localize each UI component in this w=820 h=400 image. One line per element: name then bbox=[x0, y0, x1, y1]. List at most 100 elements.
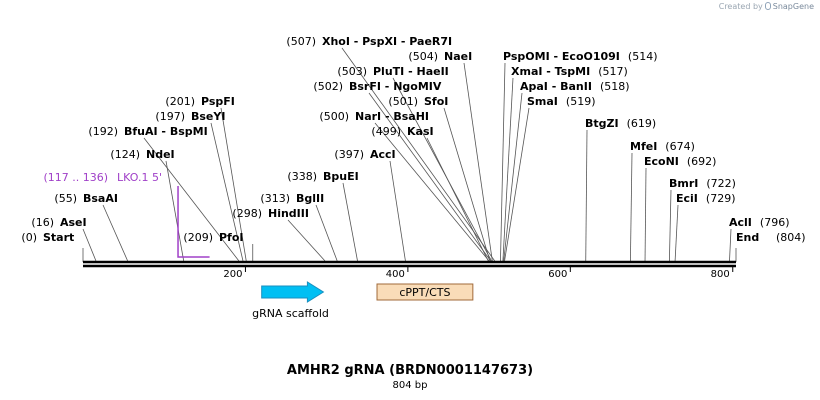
site-label: (192)BfuAI - BspMI bbox=[88, 125, 207, 138]
feature-label: cPPT/CTS bbox=[399, 286, 450, 299]
end-position: (804) bbox=[776, 231, 806, 244]
site-leader-line bbox=[342, 182, 358, 262]
site-name: NaeI bbox=[444, 50, 472, 63]
site-name: AseI bbox=[60, 216, 87, 229]
site-leader-line bbox=[82, 228, 97, 262]
site-name: BsaAI bbox=[83, 192, 118, 205]
site-labels: (16)AseI(55)BsaAI(124)NdeI(192)BfuAI - B… bbox=[21, 35, 805, 244]
site-position: (16) bbox=[31, 216, 54, 229]
site-name: BpuEI bbox=[323, 170, 359, 183]
site-label: End bbox=[736, 231, 759, 244]
site-label: (507)XhoI - PspXI - PaeR7I bbox=[286, 35, 452, 48]
site-label: ApaI - BanII (518) bbox=[520, 80, 630, 93]
site-label: (338) BpuEI bbox=[287, 170, 358, 183]
feature-box bbox=[376, 283, 474, 301]
site-label: AclI(796) bbox=[729, 216, 790, 229]
site-leader-line bbox=[503, 92, 523, 262]
site-name: BsrFI - NgoMIV bbox=[349, 80, 442, 93]
site-label: (504) NaeI bbox=[408, 50, 472, 63]
site-position: (500) bbox=[319, 110, 349, 123]
site-position: (692) bbox=[687, 155, 717, 168]
site-leader-line bbox=[463, 62, 493, 262]
site-leader-line bbox=[500, 62, 506, 262]
site-name: BtgZI bbox=[585, 117, 619, 130]
site-position: (503) bbox=[337, 65, 367, 78]
site-position: (397) bbox=[334, 148, 364, 161]
site-name: BglII bbox=[296, 192, 324, 205]
site-position: (504) bbox=[408, 50, 438, 63]
primer-marker bbox=[177, 186, 210, 258]
site-label: BtgZI (619) bbox=[585, 117, 656, 130]
site-label: (201) PspFI bbox=[165, 95, 235, 108]
site-name: HindIII bbox=[268, 207, 309, 220]
ruler-tick-label: 600 bbox=[548, 269, 567, 280]
site-position: (518) bbox=[600, 80, 630, 93]
site-name: XmaI - TspMI bbox=[511, 65, 590, 78]
site-leader-line bbox=[389, 160, 406, 262]
site-label: EciI(729) bbox=[676, 192, 736, 205]
site-position: (499) bbox=[371, 125, 401, 138]
site-leader-line bbox=[374, 122, 490, 262]
site-leader-line bbox=[315, 204, 338, 262]
site-label: XmaI - TspMI(517) bbox=[511, 65, 628, 78]
site-label: (397)AccI bbox=[334, 148, 395, 161]
site-leader-line bbox=[368, 92, 492, 262]
site-position: (514) bbox=[628, 50, 658, 63]
site-label: PspOMI - EcoO109I (514) bbox=[503, 50, 658, 63]
site-leader-line bbox=[502, 77, 514, 262]
site-name: Start bbox=[43, 231, 74, 244]
site-name: BfuAI - BspMI bbox=[124, 125, 208, 138]
site-position: (502) bbox=[313, 80, 343, 93]
site-label: BmrI (722) bbox=[669, 177, 736, 190]
site-leader-line bbox=[220, 107, 247, 262]
site-name: XhoI - PspXI - PaeR7I bbox=[322, 35, 452, 48]
site-leader-line bbox=[585, 129, 588, 262]
site-name: ApaI - BanII bbox=[520, 80, 592, 93]
site-label: (298) HindIII bbox=[232, 207, 309, 220]
site-position: (338) bbox=[287, 170, 317, 183]
site-label: PfoI bbox=[219, 231, 244, 244]
site-leader-line bbox=[674, 204, 679, 262]
end-position: (0) bbox=[21, 231, 37, 244]
primer-name: LKO.1 5' bbox=[117, 171, 162, 184]
ruler-tick-label: 800 bbox=[711, 269, 730, 280]
site-name: SfoI bbox=[424, 95, 448, 108]
site-position: (298) bbox=[232, 207, 262, 220]
site-name: NarI - BsaHI bbox=[355, 110, 429, 123]
site-name: PspFI bbox=[201, 95, 235, 108]
site-label: Start bbox=[43, 231, 74, 244]
site-leader-line bbox=[210, 122, 244, 262]
ruler-tick-label: 200 bbox=[223, 269, 242, 280]
site-label: (502) BsrFI - NgoMIV bbox=[313, 80, 441, 93]
site-position: (722) bbox=[706, 177, 736, 190]
site-name: KasI bbox=[407, 125, 434, 138]
site-position: (619) bbox=[627, 117, 657, 130]
site-label: (313)BglII bbox=[260, 192, 324, 205]
site-leader-line bbox=[165, 160, 185, 262]
site-name: PspOMI - EcoO109I bbox=[503, 50, 620, 63]
site-position: (209) bbox=[183, 231, 213, 244]
site-name: BseYI bbox=[191, 110, 225, 123]
ruler-tick-label: 400 bbox=[386, 269, 405, 280]
site-leader-line bbox=[443, 107, 491, 262]
site-name: AclI bbox=[729, 216, 752, 229]
site-label: MfeI(674) bbox=[630, 140, 695, 153]
primer-annotation: (117 .. 136)LKO.1 5' bbox=[43, 171, 210, 258]
site-leader-line bbox=[143, 137, 240, 262]
feature-label: gRNA scaffold bbox=[252, 307, 329, 320]
site-position: (501) bbox=[388, 95, 418, 108]
feature-arrow bbox=[261, 281, 325, 303]
site-position: (201) bbox=[165, 95, 195, 108]
site-position: (124) bbox=[110, 148, 140, 161]
site-label: (55)BsaAI bbox=[54, 192, 118, 205]
site-leader-lines bbox=[82, 47, 737, 262]
map-subtitle: 804 bp bbox=[393, 380, 428, 391]
sequence-backbone bbox=[83, 260, 736, 268]
site-name: BmrI bbox=[669, 177, 698, 190]
credit-text: Created by bbox=[718, 2, 763, 11]
site-position: (519) bbox=[566, 95, 596, 108]
site-leader-line bbox=[630, 152, 633, 262]
primer-label: (117 .. 136)LKO.1 5' bbox=[43, 171, 162, 184]
